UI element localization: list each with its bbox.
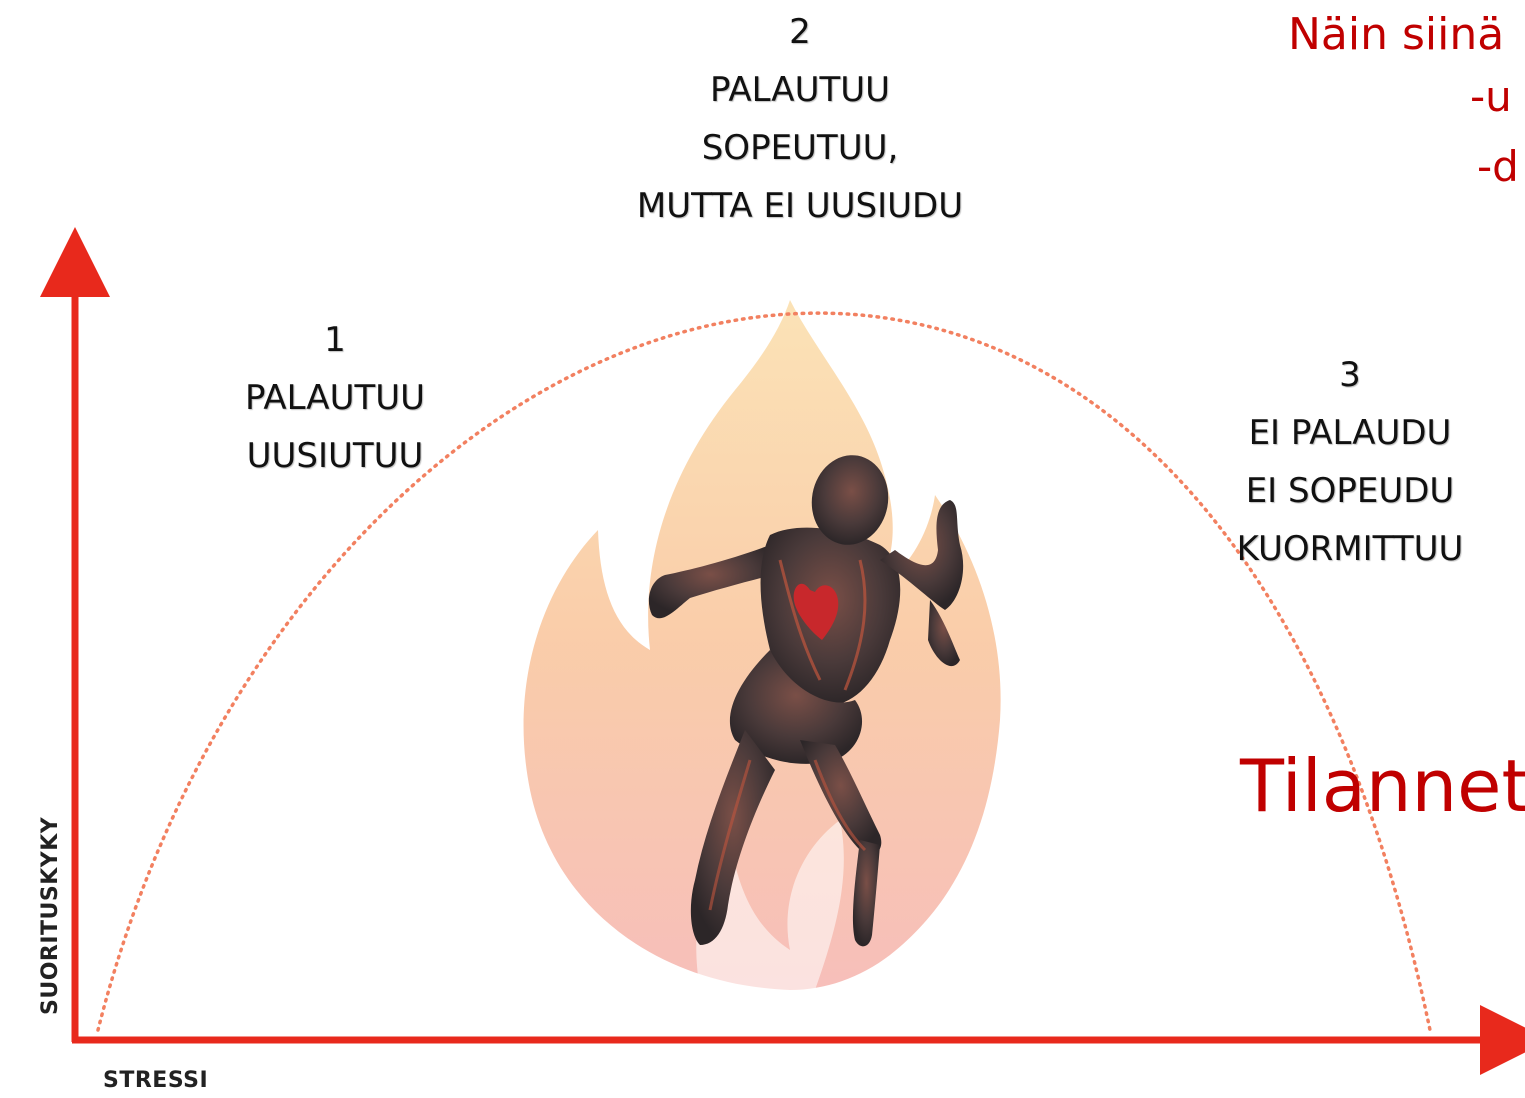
zone-3-line-1: EI PALAUDU bbox=[1185, 404, 1515, 462]
red-bullet-2: -d bbox=[1477, 138, 1519, 196]
red-bullet-1: -u bbox=[1470, 68, 1512, 126]
zone-2-line-3: MUTTA EI UUSIUDU bbox=[560, 177, 1040, 235]
zone-1-label: 1 PALAUTUU UUSIUTUU bbox=[170, 311, 500, 485]
red-heading-text: Näin siinä bbox=[1288, 6, 1504, 64]
zone-1-line-1: PALAUTUU bbox=[170, 369, 500, 427]
zone-2-line-2: SOPEUTUU, bbox=[560, 119, 1040, 177]
red-big-text: Tilannet bbox=[1240, 738, 1525, 834]
zone-1-number: 1 bbox=[170, 311, 500, 369]
x-axis-label: STRESSI bbox=[103, 1068, 208, 1093]
zone-3-number: 3 bbox=[1185, 346, 1515, 404]
zone-3-line-3: KUORMITTUU bbox=[1185, 520, 1515, 578]
zone-2-number: 2 bbox=[560, 3, 1040, 61]
zone-3-line-2: EI SOPEUDU bbox=[1185, 462, 1515, 520]
y-axis-label: SUORITUSKYKY bbox=[38, 817, 63, 1015]
flame-icon bbox=[524, 300, 1001, 990]
zone-1-line-2: UUSIUTUU bbox=[170, 427, 500, 485]
zone-3-label: 3 EI PALAUDU EI SOPEUDU KUORMITTUU bbox=[1185, 346, 1515, 578]
zone-2-line-1: PALAUTUU bbox=[560, 61, 1040, 119]
zone-2-label: 2 PALAUTUU SOPEUTUU, MUTTA EI UUSIUDU bbox=[560, 3, 1040, 235]
